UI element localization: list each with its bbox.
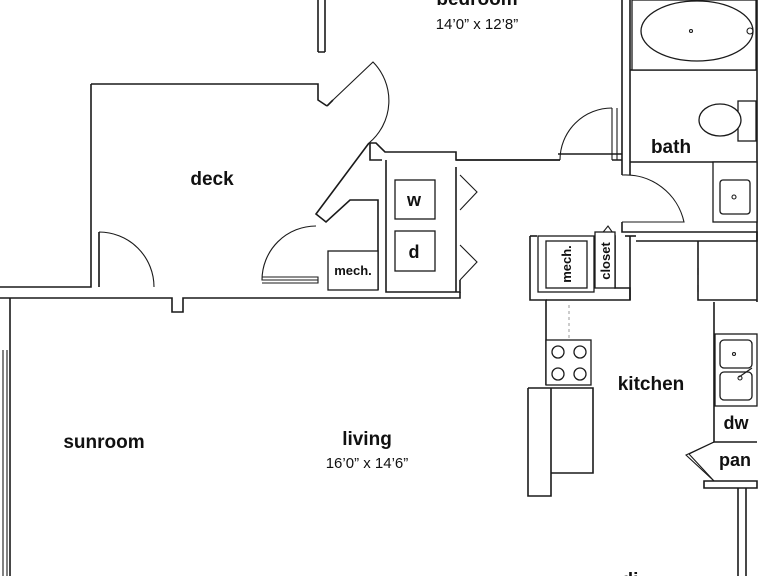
fixture-labels: w d mech. mech. closet dw pan [334, 190, 751, 470]
laundry-fixtures [327, 179, 436, 291]
bedroom-label: bedroom [436, 0, 517, 10]
dishwasher-label: dw [724, 413, 750, 433]
living-dimensions: 16’0” x 14’6” [326, 455, 409, 472]
kitchen-fixtures [527, 231, 758, 497]
deck-label: deck [190, 169, 234, 190]
washer-label: w [406, 190, 422, 210]
bath-fixtures [631, 0, 758, 223]
dryer-label: d [409, 242, 420, 262]
sunroom-label: sunroom [63, 432, 144, 453]
closet-label: closet [598, 242, 613, 280]
pantry-label: pan [719, 450, 751, 470]
kitchen-label: kitchen [618, 374, 685, 395]
room-labels: bedroom 14’0” x 12’8” deck bath kitchen … [63, 0, 691, 576]
mech-kitchen-label: mech. [559, 245, 574, 283]
mech-laundry-label: mech. [334, 263, 372, 278]
living-label: living [342, 429, 392, 450]
bath-label: bath [651, 137, 691, 158]
bedroom-dimensions: 14’0” x 12’8” [436, 16, 519, 33]
dining-label: di [622, 570, 639, 576]
